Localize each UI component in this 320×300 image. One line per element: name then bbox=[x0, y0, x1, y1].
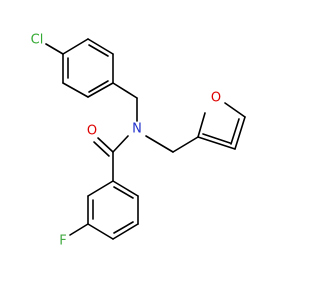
bond bbox=[145, 135, 174, 153]
bond bbox=[62, 38, 89, 55]
atom-o-carbonyl-label: O bbox=[87, 124, 97, 139]
bond-layer bbox=[45, 38, 246, 240]
bond bbox=[197, 136, 236, 150]
bond bbox=[112, 223, 139, 240]
atom-f-label: F bbox=[59, 234, 66, 249]
bond bbox=[87, 38, 114, 55]
atom-cl-label: Cl bbox=[31, 33, 44, 48]
bond bbox=[112, 135, 129, 153]
bond bbox=[224, 102, 246, 118]
bond-inner bbox=[202, 133, 231, 144]
bond bbox=[87, 180, 114, 197]
bond-inner bbox=[88, 80, 109, 93]
bond bbox=[234, 116, 246, 150]
bond-inner bbox=[113, 221, 134, 234]
molecule-canvas: Cl O N O F bbox=[30, 32, 246, 249]
bond bbox=[112, 82, 138, 99]
atom-o-furan-label: O bbox=[211, 91, 221, 106]
bond bbox=[45, 43, 64, 55]
bond bbox=[112, 180, 139, 197]
bond bbox=[93, 141, 110, 157]
structure-drawing: Cl O N O F bbox=[31, 33, 246, 249]
bond bbox=[69, 223, 89, 236]
atom-n-label: N bbox=[132, 122, 142, 137]
bond bbox=[197, 112, 206, 138]
bond-inner bbox=[230, 118, 240, 145]
bond bbox=[172, 136, 199, 153]
bond bbox=[87, 223, 114, 240]
bond-inner bbox=[88, 44, 109, 57]
bond bbox=[62, 82, 89, 98]
bond bbox=[87, 82, 114, 98]
bond bbox=[97, 137, 114, 153]
bond-inner bbox=[113, 186, 134, 199]
